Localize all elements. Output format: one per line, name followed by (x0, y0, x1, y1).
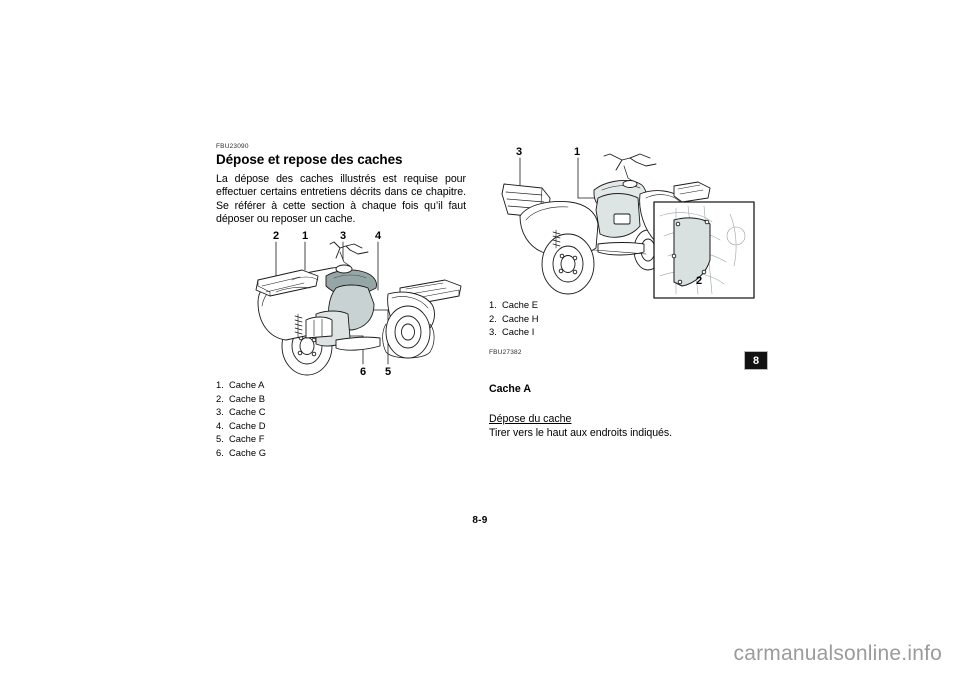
site-watermark: carmanualsonline.info (733, 642, 942, 665)
legend-label: Cache A (229, 379, 265, 390)
right-fbu-code: FBU27382 (489, 349, 522, 356)
page-title: Dépose et repose des caches (216, 152, 403, 167)
legend-label: Cache F (229, 433, 265, 445)
callout-1: 1 (574, 146, 580, 158)
legend-item: 6. Cache G (216, 446, 266, 460)
callout-6: 6 (360, 366, 366, 378)
legend-item: 2. Cache H (489, 312, 538, 326)
legend-item: 4. Cache D (216, 419, 266, 433)
legend-item: 2. Cache B (216, 392, 266, 406)
left-column: FBU23090 Dépose et repose des caches La … (216, 142, 466, 227)
legend-label: Cache C (229, 406, 266, 418)
legend-number: 2. (216, 392, 224, 404)
callout-3: 3 (340, 230, 346, 242)
legend-item: 5. Cache F (216, 432, 266, 446)
legend-number: 1. (216, 379, 224, 390)
legend-label: Cache D (229, 419, 266, 431)
chapter-tab-8: 8 (744, 351, 768, 370)
callout-4: 4 (375, 230, 382, 242)
legend-number: 2. (489, 312, 497, 324)
legend-label: Cache E (502, 299, 538, 310)
procedure-title: Dépose du cache (489, 413, 572, 425)
legend-number: 1. (489, 299, 497, 310)
legend-left: 1.Cache A 2.Cache B 3.Cache C 4.Cache D … (216, 378, 266, 460)
figure-atv-front: 2 1 3 4 6 5 (240, 228, 466, 383)
legend-item: 1. Cache E (489, 298, 538, 312)
callout-5: 5 (385, 366, 391, 378)
figure-atv-rear: 3 1 2 (498, 144, 760, 306)
legend-label: Cache I (502, 326, 535, 338)
legend-label: Cache B (229, 392, 265, 404)
subsection-title: Cache A (489, 383, 531, 395)
legend-number: 3. (216, 406, 224, 418)
legend-label: Cache G (229, 446, 266, 458)
callout-1: 1 (302, 230, 308, 242)
page-number: 8-9 (472, 515, 488, 526)
legend-item: 1. Cache A (216, 378, 266, 392)
intro-paragraph: La dépose des caches illustrés est requi… (216, 173, 466, 226)
legend-number: 6. (216, 446, 224, 458)
legend-item: 3. Cache C (216, 405, 266, 419)
procedure-text: Tirer vers le haut aux endroits indiqués… (489, 427, 673, 439)
legend-label: Cache H (502, 312, 539, 324)
callout-3: 3 (516, 146, 522, 158)
callout-2: 2 (273, 230, 279, 242)
legend-right: 1. Cache E 2. Cache H 3. Cache I (489, 298, 538, 339)
left-fbu-code: FBU23090 (216, 143, 249, 150)
legend-number: 5. (216, 433, 224, 445)
legend-number: 4. (216, 419, 224, 431)
legend-item: 3. Cache I (489, 325, 538, 339)
legend-number: 3. (489, 326, 497, 338)
right-column-text: FBU27382 Cache A Dépose du cache Tirer v… (489, 348, 739, 440)
callout-2: 2 (696, 275, 702, 287)
